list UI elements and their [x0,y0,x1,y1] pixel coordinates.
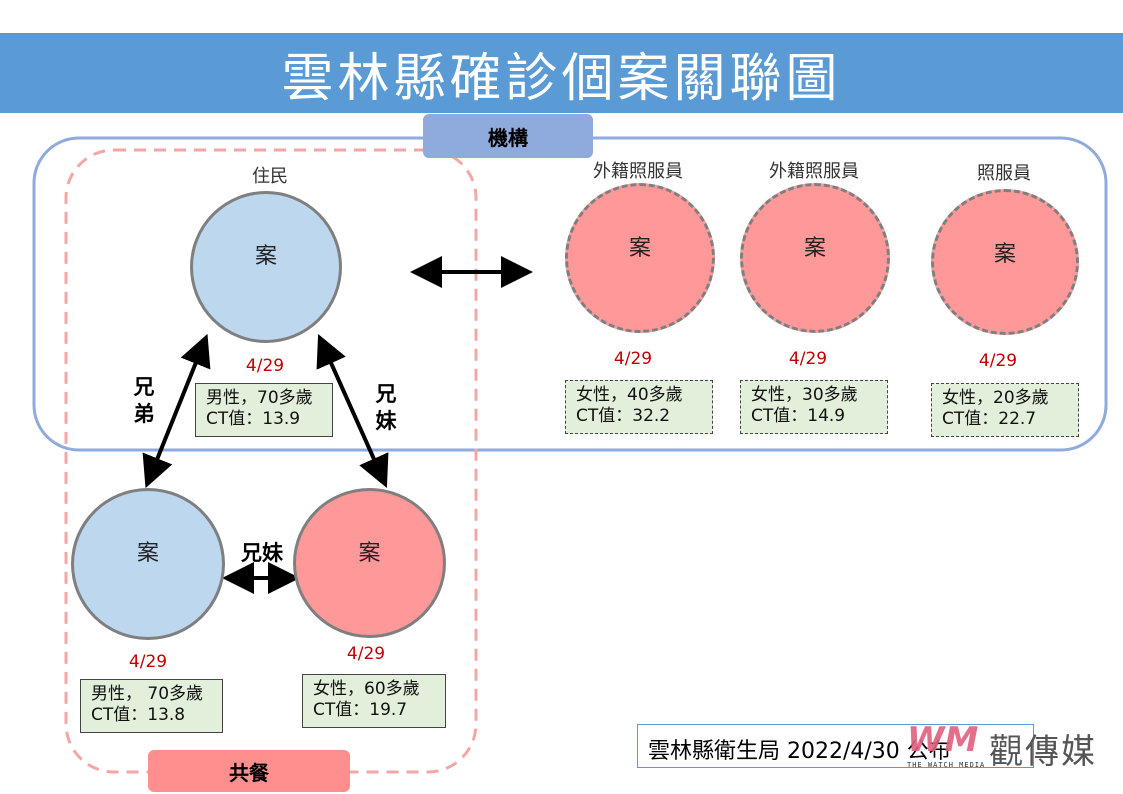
caregiver-ct: CT值：22.7 [942,409,1037,429]
watermark-text: 觀傳媒 [989,732,1097,772]
page-title: 雲林縣確診個案關聯圖 [281,48,842,109]
worker2-ct: CT值：14.9 [751,406,846,426]
worker2-case-label: 案 [803,236,826,261]
sister-ct: CT值：19.7 [313,700,408,720]
caregiver-info: 女性，20多歲 CT值：22.7 [931,383,1079,437]
resident-case-label: 案 [254,244,277,269]
caregiver-case-label: 案 [993,242,1016,267]
sister-case-node: 案 [293,488,446,638]
worker1-case-label: 案 [628,236,651,261]
relation-resident-brother: 兄 弟 [130,374,158,428]
caregiver-date: 4/29 [978,351,1018,371]
sister-info: 女性，60多歲 CT值：19.7 [302,674,446,728]
worker2-gender-age: 女性，30多歲 [751,385,858,405]
worker2-case-node: 案 [740,183,890,333]
worker1-gender-age: 女性，40多歲 [576,385,683,405]
resident-date: 4/29 [245,356,285,376]
watermark-subtext: THE WATCH MEDIA [907,761,986,769]
relation-resident-brother-char2: 弟 [133,402,155,426]
sister-gender-age: 女性，60多歲 [313,679,420,699]
brother-case-node: 案 [71,488,225,640]
resident-gender-age: 男性，70多歲 [206,388,313,408]
worker1-ct: CT值：32.2 [576,406,671,426]
relation-resident-brother-char1: 兄 [133,375,155,399]
arrow-resident-sister [316,334,389,488]
resident-case-node: 案 [190,191,342,343]
sister-case-label: 案 [358,541,381,566]
worker2-date: 4/29 [788,349,828,369]
institution-label: 機構 [423,114,593,158]
caregiver-case-node: 案 [931,189,1079,335]
title-banner: 雲林縣確診個案關聯圖 [0,33,1123,113]
watermark-logo: WM 觀傳媒 THE WATCH MEDIA [907,720,1107,772]
worker1-role: 外籍照服員 [593,161,683,182]
source-note: 雲林縣衛生局 2022/4/30 公布 [637,724,1034,768]
resident-role: 住民 [252,166,288,187]
worker1-case-node: 案 [565,183,715,333]
caregiver-gender-age: 女性，20多歲 [942,388,1049,408]
resident-ct: CT值：13.9 [206,409,301,429]
shared-meal-label: 共餐 [148,750,350,792]
worker2-role: 外籍照服員 [769,161,859,182]
arrow-resident-brother [142,333,211,489]
brother-date: 4/29 [128,652,168,672]
worker1-date: 4/29 [613,349,653,369]
relation-resident-sister-char1: 兄 [375,382,397,406]
resident-info: 男性，70多歲 CT值：13.9 [195,383,333,437]
brother-gender-age: 男性， 70多歲 [91,684,204,704]
watermark-mark: WM [907,720,979,760]
worker2-info: 女性，30多歲 CT值：14.9 [740,380,888,434]
brother-info: 男性， 70多歲 CT值：13.8 [80,679,223,733]
brother-ct: CT值：13.8 [91,705,186,725]
relation-resident-sister-char2: 妹 [375,409,397,433]
relation-resident-sister: 兄 妹 [372,381,400,435]
worker1-info: 女性，40多歲 CT值：32.2 [565,380,713,434]
sister-date: 4/29 [346,644,386,664]
relation-brother-sister: 兄妹 [241,541,283,565]
brother-case-label: 案 [136,541,159,566]
caregiver-role: 照服員 [977,163,1031,184]
